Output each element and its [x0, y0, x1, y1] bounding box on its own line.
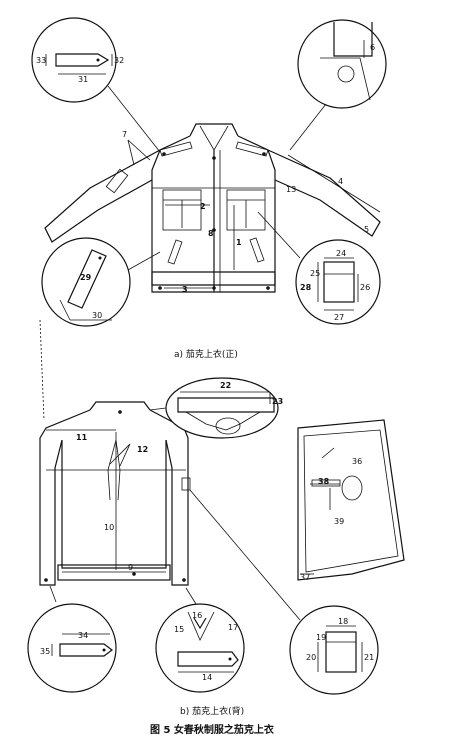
label-8: 8 [208, 229, 214, 238]
label-20: 20 [306, 653, 316, 662]
detail-back-collar: 22 23 [149, 377, 283, 439]
separator-dash [39, 319, 45, 421]
label-24: 24 [336, 249, 346, 258]
detail-chest-pocket: 24 25 28 26 27 [257, 211, 381, 325]
label-3: 3 [182, 285, 188, 294]
label-15: 15 [174, 625, 184, 634]
detail-epaulet: 33 31 32 [31, 17, 161, 153]
label-37: 37 [300, 573, 310, 582]
label-25: 25 [310, 269, 320, 278]
label-30: 30 [92, 311, 102, 320]
label-36: 36 [352, 457, 362, 466]
back-jacket: 11 12 10 9 [39, 401, 191, 586]
label-11: 11 [76, 433, 88, 442]
label-21: 21 [364, 653, 374, 662]
label-27: 27 [334, 313, 344, 322]
label-35: 35 [40, 647, 50, 656]
label-22: 22 [220, 381, 231, 390]
label-10: 10 [104, 523, 114, 532]
label-13: 13 [286, 185, 296, 194]
label-2: 2 [200, 202, 206, 211]
label-33: 33 [36, 56, 46, 65]
label-5: 5 [364, 225, 369, 234]
label-26: 26 [360, 283, 370, 292]
label-31: 31 [78, 75, 88, 84]
detail-shoulder: 6 [289, 19, 387, 151]
label-14: 14 [202, 673, 212, 682]
label-6: 6 [370, 43, 375, 52]
label-28: 28 [300, 283, 312, 292]
label-19: 19 [316, 633, 326, 642]
label-7: 7 [122, 130, 127, 139]
detail-sleeve-tab: 29 30 [41, 237, 161, 327]
figure-title: 图 5 女春秋制服之茄克上衣 [150, 723, 274, 736]
detail-back-vent: 16 15 17 14 [155, 587, 245, 693]
label-9: 9 [128, 563, 133, 572]
front-jacket: 2 8 1 3 7 13 4 5 [44, 123, 381, 294]
detail-hem-tab: 34 35 [27, 585, 117, 693]
label-4: 4 [338, 177, 343, 186]
label-29: 29 [80, 273, 92, 282]
label-1: 1 [236, 238, 242, 247]
label-23: 23 [272, 397, 283, 406]
caption-front: a) 茄克上衣(正) [174, 348, 238, 360]
label-32: 32 [114, 56, 124, 65]
detail-side-tab: 18 19 20 21 [189, 489, 379, 695]
label-18: 18 [338, 617, 348, 626]
label-38: 38 [318, 477, 330, 486]
label-12: 12 [137, 445, 148, 454]
detail-inner-pocket: 36 38 39 37 [297, 419, 405, 582]
label-34: 34 [78, 631, 88, 640]
label-17: 17 [228, 623, 238, 632]
caption-back: b) 茄克上衣(背) [180, 705, 244, 717]
label-39: 39 [334, 517, 344, 526]
label-16: 16 [192, 611, 202, 620]
